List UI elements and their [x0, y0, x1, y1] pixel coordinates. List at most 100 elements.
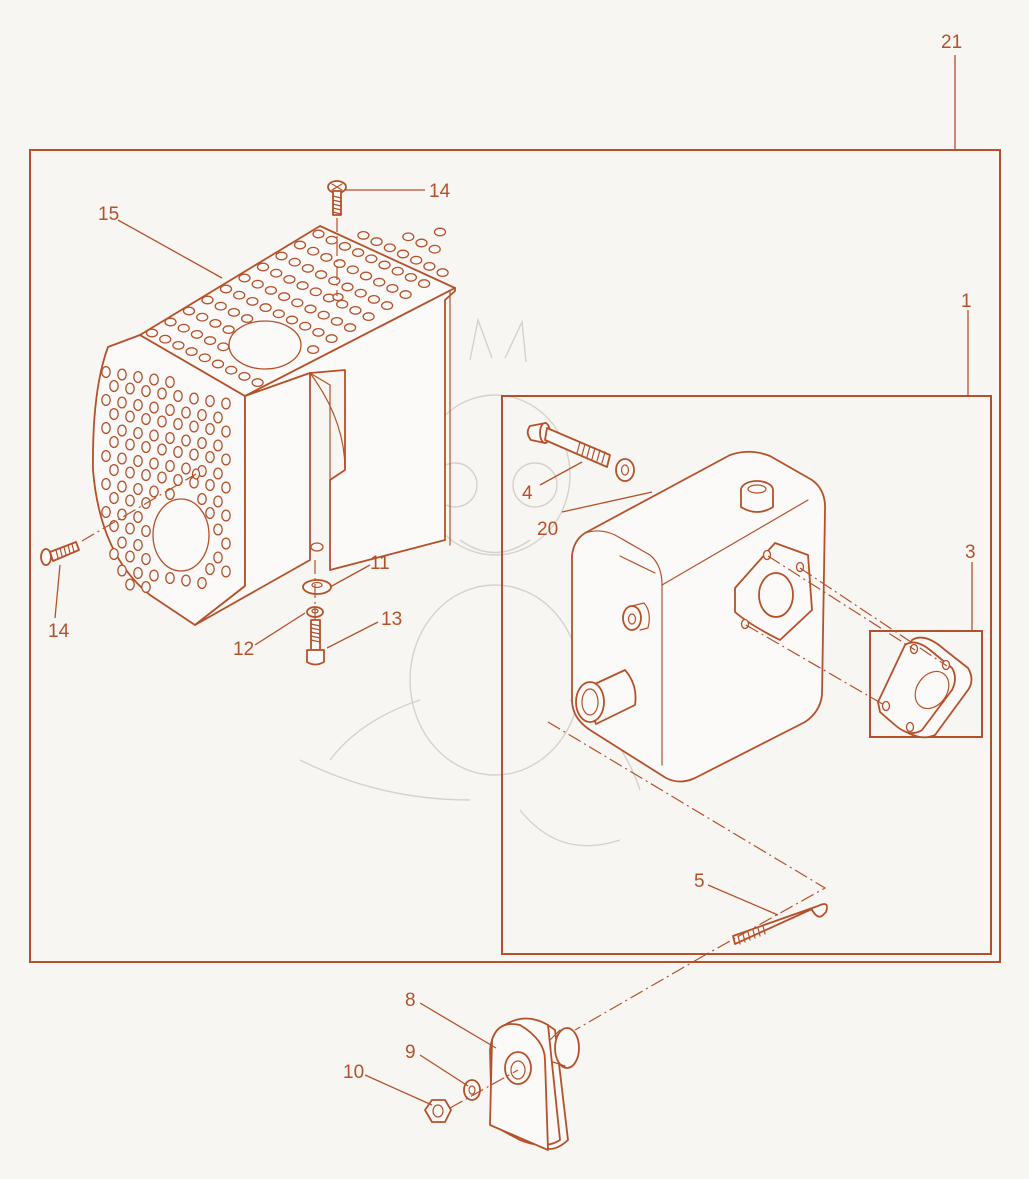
top-perforations — [145, 227, 449, 388]
perforation-hole — [270, 268, 283, 278]
perforation-hole — [272, 309, 285, 319]
perforation-hole — [330, 316, 344, 326]
callout-11: 11 — [370, 553, 390, 574]
perforation-hole — [325, 334, 338, 344]
perforation-hole — [117, 480, 127, 493]
perforation-hole — [117, 564, 127, 577]
perforation-hole — [165, 571, 175, 585]
perforation-hole — [101, 421, 111, 435]
washer-20 — [615, 458, 635, 482]
perforation-hole — [190, 329, 204, 339]
perforation-hole — [205, 422, 215, 436]
axis-screw-14-left — [81, 473, 197, 542]
axis-nut-to-bracket — [449, 1069, 519, 1109]
perforation-hole — [275, 251, 288, 261]
perforation-hole — [301, 263, 315, 273]
perforation-hole — [233, 290, 246, 300]
perforation-hole — [181, 574, 191, 587]
perforation-hole — [197, 576, 207, 590]
perforation-hole — [182, 306, 196, 316]
perforation-hole — [177, 323, 190, 333]
callout-12: 12 — [233, 639, 254, 660]
perforation-hole — [141, 384, 151, 398]
perforation-hole — [205, 450, 215, 464]
perforation-hole — [101, 477, 111, 491]
perforation-hole — [291, 298, 304, 308]
perforation-hole — [149, 457, 159, 470]
assembly-frame-1 — [501, 395, 992, 955]
perforation-hole — [256, 262, 270, 272]
perforation-hole — [164, 317, 177, 327]
perforation-hole — [293, 240, 307, 250]
perforation-hole — [380, 301, 394, 311]
perforation-hole — [251, 279, 264, 289]
callout-4: 4 — [522, 483, 533, 504]
perforation-hole — [109, 435, 119, 449]
perforation-hole — [259, 303, 272, 313]
perforation-hole — [109, 491, 119, 505]
perforation-hole — [428, 244, 441, 254]
perforation-hole — [221, 509, 231, 522]
perforation-hole — [189, 392, 199, 405]
callout-9: 9 — [405, 1042, 416, 1063]
perforation-hole — [221, 453, 231, 466]
perforation-hole — [399, 290, 412, 300]
perforation-hole — [264, 285, 278, 295]
bolt-13 — [306, 619, 325, 666]
perforation-hole — [221, 565, 231, 578]
perforation-hole — [213, 411, 223, 424]
perforation-hole — [157, 387, 167, 400]
washer-11 — [302, 579, 332, 595]
perforation-hole — [436, 268, 449, 278]
perforation-hole — [277, 292, 291, 302]
perforation-hole — [165, 403, 175, 417]
perforation-hole — [125, 578, 135, 591]
perforation-hole — [181, 406, 191, 419]
perforation-hole — [165, 459, 175, 473]
perforation-hole — [125, 550, 135, 563]
perforation-hole — [296, 281, 309, 291]
perforation-hole — [221, 537, 231, 550]
perforation-hole — [343, 323, 357, 333]
perforation-hole — [205, 394, 215, 408]
perforation-hole — [213, 439, 223, 452]
perforation-hole — [391, 266, 404, 276]
perforation-hole — [221, 481, 231, 494]
axis-hook-to-bracket — [574, 954, 706, 1031]
perforation-hole — [189, 448, 199, 461]
perforation-hole — [238, 273, 251, 283]
perforation-hole — [211, 359, 225, 369]
perforation-hole — [304, 304, 317, 314]
perforation-hole — [109, 407, 119, 421]
perforation-hole — [125, 382, 135, 395]
perforation-hole — [378, 260, 391, 270]
perforation-hole — [196, 312, 209, 322]
perforation-hole — [109, 379, 119, 393]
callout-13: 13 — [381, 609, 402, 630]
perforation-hole — [133, 426, 143, 440]
perforation-hole — [217, 342, 230, 352]
perforation-hole — [173, 389, 183, 403]
perforation-hole — [133, 370, 143, 384]
perforation-hole — [336, 299, 349, 309]
gasket-3 — [877, 636, 973, 739]
perforation-hole — [404, 272, 418, 282]
perforation-hole — [149, 373, 159, 386]
perforation-hole — [213, 523, 223, 536]
side-perforations — [101, 365, 231, 594]
perforation-hole — [396, 249, 410, 259]
perforation-hole — [165, 375, 175, 389]
callout-10: 10 — [343, 1062, 364, 1083]
perforation-hole — [359, 271, 373, 281]
perforation-hole — [415, 238, 428, 248]
perforation-hole — [314, 270, 328, 280]
perforation-hole — [328, 276, 341, 286]
perforation-hole — [159, 334, 172, 344]
perforation-hole — [141, 440, 151, 454]
perforation-hole — [197, 436, 207, 450]
perforation-hole — [133, 454, 143, 468]
perforation-hole — [133, 482, 143, 496]
callout-20: 20 — [537, 519, 558, 540]
perforation-hole — [402, 232, 415, 242]
